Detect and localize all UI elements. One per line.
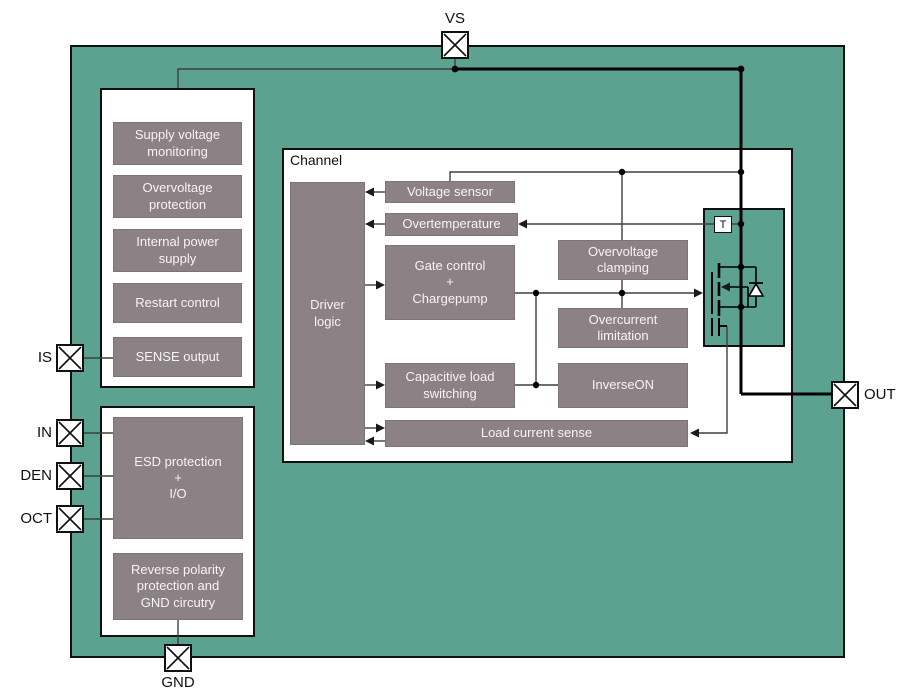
pin-label-oct: OCT bbox=[20, 510, 52, 527]
block-voltage-sensor: Voltage sensor bbox=[385, 181, 515, 203]
pin-x-icon bbox=[58, 421, 82, 445]
pin-oct bbox=[56, 505, 84, 533]
pin-x-icon bbox=[58, 464, 82, 488]
block-internal-power-supply: Internal power supply bbox=[113, 229, 242, 272]
block-esd-protection-io: ESD protection + I/O bbox=[113, 417, 243, 539]
block-overcurrent-limitation: Overcurrent limitation bbox=[558, 308, 688, 348]
pin-is bbox=[56, 344, 84, 372]
block-driver-logic: Driver logic bbox=[290, 182, 365, 445]
block-gate-control-chargepump: Gate control + Chargepump bbox=[385, 245, 515, 320]
channel-title: Channel bbox=[290, 152, 343, 168]
pin-label-in: IN bbox=[37, 424, 52, 441]
pin-out bbox=[831, 381, 859, 409]
block-capacitive-load-switching: Capacitive load switching bbox=[385, 363, 515, 408]
block-restart-control: Restart control bbox=[113, 283, 242, 323]
pin-vs bbox=[441, 31, 469, 59]
pin-label-gnd: GND bbox=[161, 674, 195, 691]
pin-x-icon bbox=[58, 346, 82, 370]
block-reverse-polarity-gnd: Reverse polarity protection and GND circ… bbox=[113, 553, 243, 620]
block-sense-output: SENSE output bbox=[113, 337, 242, 377]
pin-label-den: DEN bbox=[20, 467, 52, 484]
pin-x-icon bbox=[833, 383, 857, 407]
pin-label-is: IS bbox=[37, 349, 52, 366]
pin-x-icon bbox=[58, 507, 82, 531]
block-inverse-on: InverseON bbox=[558, 363, 688, 408]
block-load-current-sense: Load current sense bbox=[385, 420, 688, 447]
block-overtemperature: Overtemperature bbox=[385, 213, 518, 236]
pin-in bbox=[56, 419, 84, 447]
pin-x-icon bbox=[443, 33, 467, 57]
temp-sensor-badge: T bbox=[714, 216, 732, 233]
pin-label-out: OUT bbox=[864, 386, 896, 403]
pin-gnd bbox=[164, 644, 192, 672]
block-overvoltage-clamping: Overvoltage clamping bbox=[558, 240, 688, 280]
pin-den bbox=[56, 462, 84, 490]
pin-x-icon bbox=[166, 646, 190, 670]
pin-label-vs: VS bbox=[444, 10, 465, 27]
block-overvoltage-protection: Overvoltage protection bbox=[113, 175, 242, 218]
block-supply-voltage-monitoring: Supply voltage monitoring bbox=[113, 122, 242, 165]
